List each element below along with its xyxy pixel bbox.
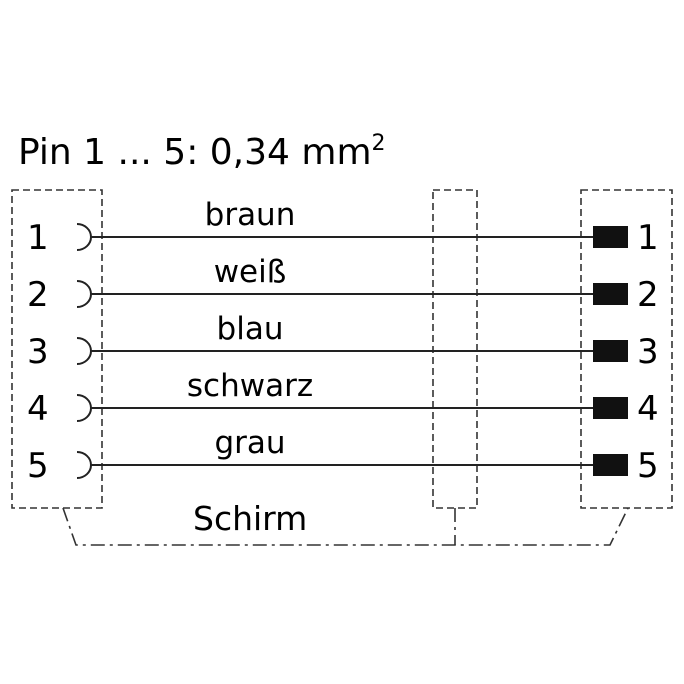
- right-pin-number: 2: [637, 275, 659, 315]
- title-text: Pin 1 ... 5: 0,34 mm: [18, 132, 372, 173]
- right-pin-number: 4: [637, 389, 659, 429]
- socket-contact: [76, 280, 92, 308]
- wire-row: 3 3 blau: [27, 311, 659, 372]
- socket-contact: [76, 337, 92, 365]
- left-pin-number: 4: [27, 389, 49, 429]
- middle-shield-box: [432, 189, 478, 509]
- wire-color-label: weiß: [214, 254, 287, 290]
- pin-contact: [593, 454, 628, 476]
- right-pin-number: 3: [637, 332, 659, 372]
- wire-color-label: braun: [205, 197, 296, 233]
- right-pin-number: 1: [637, 218, 659, 258]
- wire-row: 5 5 grau: [27, 425, 659, 486]
- left-pin-number: 3: [27, 332, 49, 372]
- pin-contact: [593, 340, 628, 362]
- wires-group: 1 1 braun 2 2 weiß 3 3 blau 4 4 schwarz 5 5 grau: [27, 197, 659, 486]
- socket-contact: [76, 394, 92, 422]
- pin-contact: [593, 226, 628, 248]
- wire-color-label: schwarz: [187, 368, 313, 404]
- left-pin-number: 1: [27, 218, 49, 258]
- left-pin-number: 2: [27, 275, 49, 315]
- left-pin-number: 5: [27, 446, 49, 486]
- socket-contact: [76, 451, 92, 479]
- wire-row: 2 2 weiß: [27, 254, 659, 315]
- wire-row: 4 4 schwarz: [27, 368, 659, 429]
- wire-color-label: grau: [214, 425, 285, 461]
- shield-line: [62, 507, 629, 546]
- right-pin-number: 5: [637, 446, 659, 486]
- shield-label: Schirm: [193, 499, 307, 538]
- left-connector-box: [11, 189, 103, 509]
- cross-section-title: Pin 1 ... 5: 0,34 mm2: [18, 131, 386, 173]
- socket-contact: [76, 223, 92, 251]
- wire-row: 1 1 braun: [27, 197, 659, 258]
- pin-contact: [593, 397, 628, 419]
- wire-color-label: blau: [217, 311, 284, 347]
- title-superscript: 2: [372, 131, 386, 156]
- pin-contact: [593, 283, 628, 305]
- right-connector-box: [580, 189, 673, 509]
